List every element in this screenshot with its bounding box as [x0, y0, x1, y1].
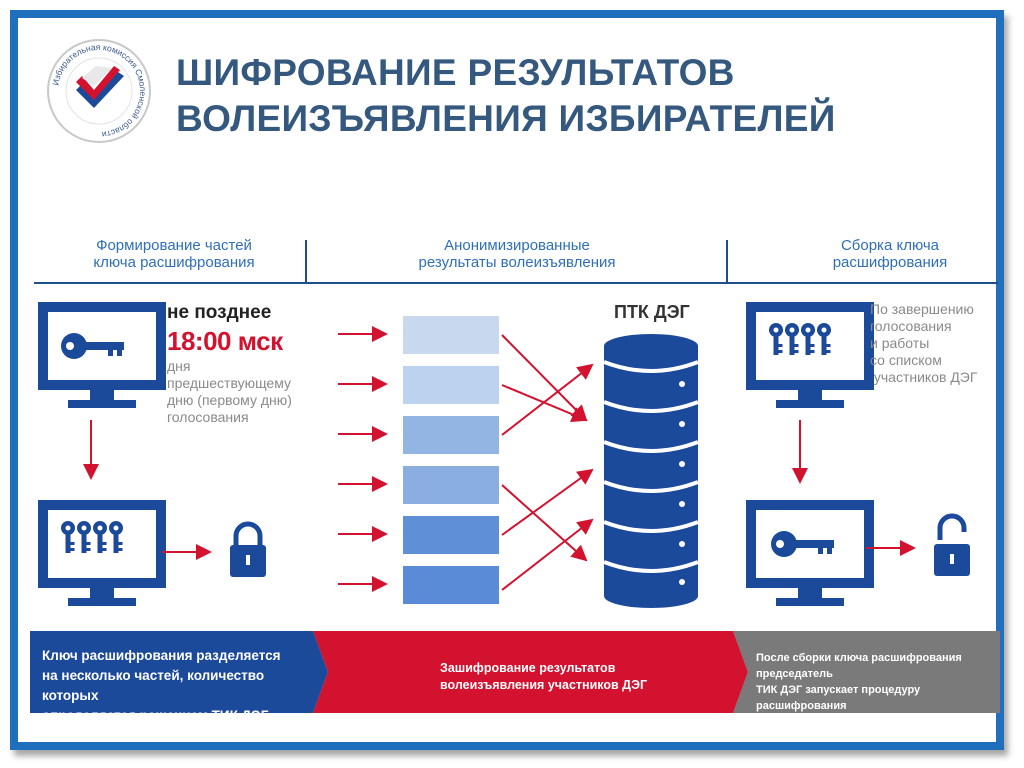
lock-open-icon	[934, 513, 970, 576]
column-divider-2	[726, 240, 728, 284]
database-icon	[603, 334, 699, 608]
column-divider-1	[305, 240, 307, 284]
ptk-label: ПТК ДЭГ	[614, 302, 690, 322]
band-step-3	[733, 631, 1000, 713]
band-step-1	[30, 631, 328, 713]
monitor-single-key	[38, 302, 166, 408]
monitor-single-key-right	[746, 500, 874, 606]
lock-closed-icon	[230, 521, 266, 577]
page-title: ШИФРОВАНИЕ РЕЗУЛЬТАТОВ ВОЛЕИЗЪЯВЛЕНИЯ ИЗ…	[176, 50, 836, 142]
deadline-time: 18:00 мск	[167, 326, 283, 356]
right-note: По завершению голосования и работы со сп…	[870, 301, 978, 385]
header-divider	[34, 282, 998, 284]
result-blocks	[403, 316, 499, 604]
incoming-arrows	[338, 326, 388, 592]
commission-logo: Избирательная комиссия Смоленской област…	[47, 39, 151, 143]
band-text-right: После сборки ключа расшифрования председ…	[756, 652, 991, 728]
column-header-right: Сборка ключа расшифрования	[832, 237, 948, 271]
crossing-arrows	[501, 334, 594, 591]
monitor-key-parts	[38, 500, 166, 606]
title-line-2: ВОЛЕИЗЪЯВЛЕНИЯ ИЗБИРАТЕЛЕЙ	[176, 98, 836, 139]
monitor-key-parts-right	[746, 302, 874, 408]
deadline-prefix: не позднее	[167, 302, 272, 323]
process-band	[30, 631, 1000, 713]
band-text-middle: Зашифрование результатов волеизъявления …	[440, 661, 648, 692]
title-line-1: ШИФРОВАНИЕ РЕЗУЛЬТАТОВ	[176, 52, 735, 93]
band-text-left: Ключ расшифрования разделяется на нескол…	[42, 648, 281, 723]
band-step-2	[313, 631, 748, 713]
column-header-middle: Анонимизированные результаты волеизъявле…	[418, 237, 616, 271]
column-header-left: Формирование частей ключа расшифрования	[93, 237, 255, 271]
deadline-note: дня предшествующему дню (первому дню) го…	[167, 358, 292, 425]
